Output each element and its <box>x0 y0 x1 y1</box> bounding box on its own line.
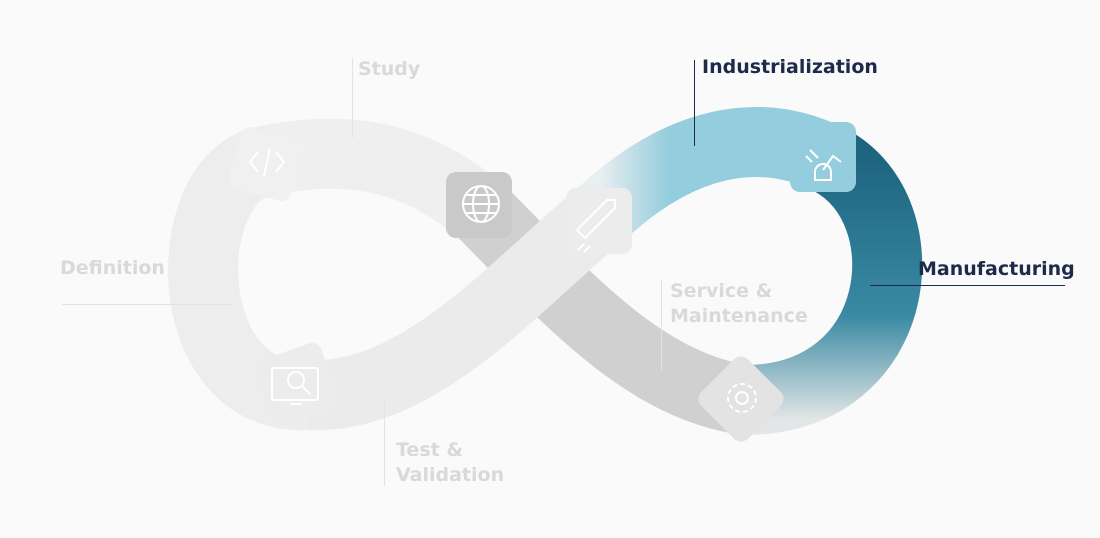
rocket-icon <box>566 188 632 254</box>
definition-leader-line <box>62 304 232 305</box>
label-manufacturing: Manufacturing <box>918 258 1075 280</box>
code-icon <box>229 127 303 201</box>
label-test-line1: Test & <box>396 439 463 461</box>
label-study: Study <box>358 58 421 80</box>
label-service-line1: Service & <box>670 280 773 302</box>
test-leader-line <box>384 400 385 486</box>
label-industrialization: Industrialization <box>702 56 878 78</box>
segment-manufacturing <box>743 129 923 435</box>
label-definition: Definition <box>60 257 165 279</box>
robot-arm-icon <box>790 122 856 192</box>
monitor-search-icon <box>254 342 340 428</box>
label-service-line2: Maintenance <box>670 305 808 327</box>
industrialization-leader-line <box>694 60 695 146</box>
gear-icon <box>698 356 784 442</box>
globe-icon <box>446 172 512 238</box>
label-test: Test & Validation <box>396 438 504 488</box>
study-leader-line <box>352 58 353 138</box>
manufacturing-leader-line <box>870 285 1065 286</box>
service-leader-line <box>661 280 662 370</box>
label-test-line2: Validation <box>396 464 505 486</box>
label-service: Service & Maintenance <box>670 279 808 329</box>
